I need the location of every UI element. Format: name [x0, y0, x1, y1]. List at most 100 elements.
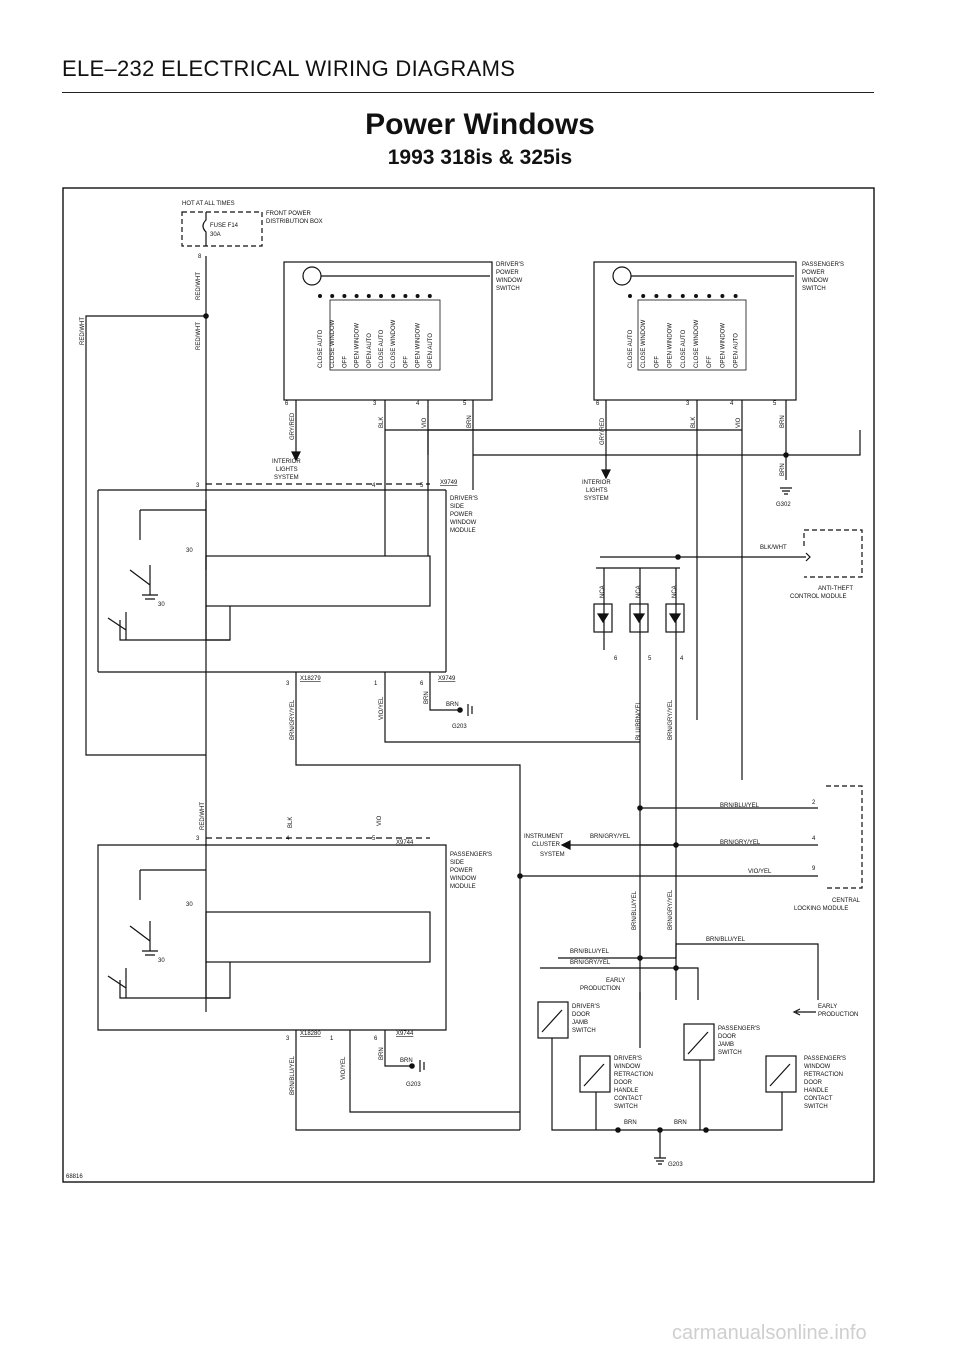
- driver-pin-5: 5: [463, 401, 467, 407]
- passenger-switch-position-8: OPEN AUTO: [734, 333, 740, 368]
- driver-module-pin-3: 3: [196, 483, 200, 489]
- driver-pin-4: 4: [416, 401, 420, 407]
- driver-retraction-6: SWITCH: [614, 1104, 638, 1110]
- pass-ground-g203: G203: [406, 1082, 421, 1088]
- passenger-retraction-3: DOOR: [804, 1080, 823, 1086]
- diagram-subtitle: 1993 318is & 325is: [387, 146, 573, 169]
- front-box-label: FRONT POWER: [266, 211, 312, 217]
- passenger-jamb-2: JAMB: [718, 1042, 734, 1048]
- interior-lights-1-0: INTERIOR: [272, 459, 301, 465]
- passenger-retraction-2: RETRACTION: [804, 1072, 843, 1078]
- driver-switch-contact-1: [330, 294, 335, 299]
- driver-module-name-2: POWER: [450, 512, 473, 518]
- fuse-rating: 30A: [210, 232, 221, 238]
- cl-wire-2: VIO/YEL: [748, 869, 772, 875]
- driver-retraction-5: CONTACT: [614, 1096, 643, 1102]
- diode-pin-4: 4: [680, 656, 684, 662]
- pass-module-name-1: SIDE: [450, 860, 464, 866]
- pass-module-pin-3: 3: [196, 836, 200, 842]
- driver-switch-contact-3: [354, 294, 359, 299]
- driver-switch-contact-5: [379, 294, 384, 299]
- driver-pin-6: 6: [285, 401, 289, 407]
- driver-ground-g203: G203: [452, 724, 467, 730]
- driver-retraction-2: RETRACTION: [614, 1072, 653, 1078]
- passenger-pin-3: 3: [686, 401, 690, 407]
- driver-lower-connectors: 3 X18279 1 6 X9749 BRN/GRY/YEL VIO/YEL B…: [286, 676, 467, 740]
- diode-pin-6: 6: [614, 656, 618, 662]
- driver-module-pin-4: 4: [372, 483, 376, 489]
- early-production-r-0: EARLY: [818, 1004, 837, 1010]
- driver-switch-contact-7: [403, 294, 408, 299]
- driver-retraction-1: WINDOW: [614, 1064, 641, 1070]
- hot-at-all-times-label: HOT AT ALL TIMES: [182, 201, 235, 207]
- pass-module-pin-5: 5: [372, 836, 376, 842]
- driver-jamb-2: JAMB: [572, 1020, 588, 1026]
- pass-module-pin-4: 4: [286, 836, 290, 842]
- bottom-ground-g203: G203: [668, 1162, 683, 1168]
- cl-pin-9: 9: [812, 866, 816, 872]
- passenger-switch-name-0: PASSENGER'S: [802, 262, 844, 268]
- driver-switch-position-2: OFF: [342, 356, 348, 368]
- central-locking-module: CENTRAL LOCKING MODULE BRN/BLU/YEL BRN/G…: [517, 785, 863, 912]
- driver-module-name-0: DRIVER'S: [450, 496, 478, 502]
- interior-lights-2-1: LIGHTS: [586, 488, 608, 494]
- bottom-brn-1: BRN: [624, 1120, 637, 1126]
- driver-jamb-1: DOOR: [572, 1012, 591, 1018]
- passenger-switch-contact-8: [733, 294, 738, 299]
- passenger-switch-position-6: OFF: [707, 356, 713, 368]
- anti-theft-name-1: CONTROL MODULE: [790, 594, 846, 600]
- driver-lower-wire-2: BRN: [424, 691, 430, 704]
- interior-lights-1-1: LIGHTS: [276, 467, 298, 473]
- wire-red-wht-2: RED/WHT: [196, 322, 202, 350]
- driver-switch-position-5: CLOSE AUTO: [379, 329, 385, 368]
- instrument-cluster: INSTRUMENT CLUSTER SYSTEM BRN/GRY/YEL: [524, 834, 676, 858]
- central-locking-name-1: LOCKING MODULE: [794, 906, 848, 912]
- driver-switch-contact-6: [391, 294, 396, 299]
- passenger-retraction-0: PASSENGER'S: [804, 1056, 846, 1062]
- driver-lower-pin-1: 1: [374, 681, 378, 687]
- wire-red-wht-3: RED/WHT: [80, 317, 86, 345]
- passenger-switch-name-1: POWER: [802, 270, 825, 276]
- passenger-switch-contact-2: [654, 294, 659, 299]
- driver-switch-position-9: OPEN AUTO: [428, 333, 434, 368]
- driver-retraction-0: DRIVER'S: [614, 1056, 642, 1062]
- pass-lower-conn-2: X9744: [396, 1031, 414, 1037]
- driver-lower-pin-3: 3: [286, 681, 290, 687]
- pass-module-name-4: MODULE: [450, 884, 476, 890]
- driver-switch-position-6: CLOSE WINDOW: [391, 319, 397, 368]
- driver-retraction-3: DOOR: [614, 1080, 633, 1086]
- driver-module-connector: X9749: [440, 480, 458, 486]
- anti-theft-name-0: ANTI-THEFT: [818, 586, 853, 592]
- header-rule: [62, 92, 874, 93]
- pass-wire-vio: VIO: [377, 815, 383, 826]
- driver-lower-conn-2: X9749: [438, 676, 456, 682]
- pass-module-name-2: POWER: [450, 868, 473, 874]
- cl-wire-1: BRN/GRY/YEL: [720, 840, 761, 846]
- driver-switch-contact-0: [318, 294, 323, 299]
- figure-number: 68816: [66, 1174, 83, 1180]
- passenger-wire-vio: VIO: [736, 417, 742, 428]
- passenger-wire-gry-red: GRY/RED: [600, 417, 606, 445]
- pass-module-name-0: PASSENGER'S: [450, 852, 492, 858]
- page-header: ELE–232 ELECTRICAL WIRING DIAGRAMS: [62, 56, 516, 81]
- passenger-switch: PASSENGER'S POWER WINDOW SWITCH 6 3 4 5: [593, 261, 844, 407]
- driver-retraction-4: HANDLE: [614, 1088, 638, 1094]
- anti-theft-wire-0: BLU/BRN/YEL: [636, 700, 642, 740]
- anti-theft-nca-2: NCA: [672, 585, 678, 598]
- instrument-cluster-1: CLUSTER: [532, 842, 561, 848]
- pass-lower-brn: BRN: [400, 1058, 413, 1064]
- driver-module-name-4: MODULE: [450, 528, 476, 534]
- passenger-retraction-4: HANDLE: [804, 1088, 828, 1094]
- instrument-cluster-wire: BRN/GRY/YEL: [590, 834, 631, 840]
- diode-pin-5: 5: [648, 656, 652, 662]
- bottom-wire-2: BRN/BLU/YEL: [570, 949, 610, 955]
- pass-lower-pin-6: 6: [374, 1036, 378, 1042]
- pass-wire-red-wht: RED/WHT: [200, 802, 206, 830]
- diagram-title: Power Windows: [365, 108, 595, 141]
- pass-module-name-3: WINDOW: [450, 876, 477, 882]
- passenger-switch-name-2: WINDOW: [802, 278, 829, 284]
- driver-lower-wire-1: VIO/YEL: [379, 696, 385, 720]
- passenger-retraction-1: WINDOW: [804, 1064, 831, 1070]
- driver-switch-contact-4: [366, 294, 371, 299]
